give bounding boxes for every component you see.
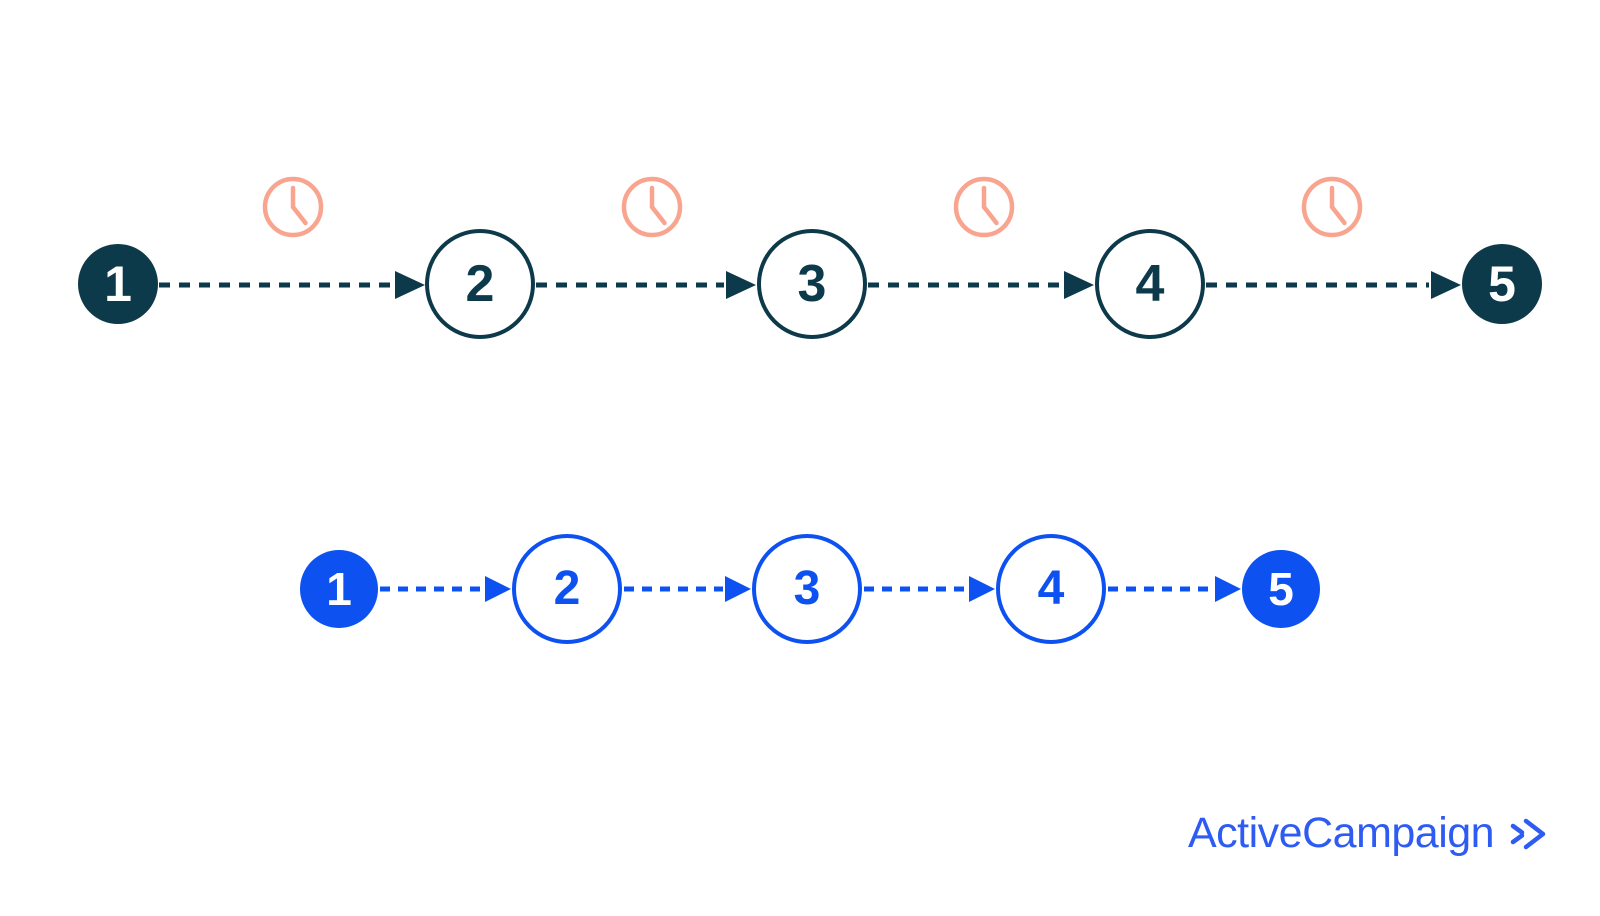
step-node-1: 1 xyxy=(300,550,378,628)
dashed-arrow xyxy=(159,271,425,299)
step-number: 3 xyxy=(793,562,821,615)
clock-icon xyxy=(262,176,324,238)
step-number: 5 xyxy=(1488,256,1516,312)
double-chevron-icon xyxy=(1510,818,1546,849)
step-node-1: 1 xyxy=(78,244,158,324)
dashed-arrow xyxy=(868,271,1094,299)
step-number: 1 xyxy=(104,256,132,312)
step-node-2: 2 xyxy=(425,229,535,339)
step-node-4: 4 xyxy=(996,534,1106,644)
logo: ActiveCampaign xyxy=(1188,812,1546,855)
step-node-5: 5 xyxy=(1462,244,1542,324)
step-node-5: 5 xyxy=(1242,550,1320,628)
dashed-arrow xyxy=(1108,576,1241,602)
dashed-arrow xyxy=(864,576,995,602)
step-number: 2 xyxy=(553,562,581,615)
step-node-3: 3 xyxy=(757,229,867,339)
clock-icon xyxy=(1301,176,1363,238)
logo-text: ActiveCampaign xyxy=(1188,809,1495,857)
dashed-arrow xyxy=(1206,271,1461,299)
clock-icon xyxy=(953,176,1015,238)
dashed-arrow xyxy=(536,271,756,299)
clock-icon xyxy=(621,176,683,238)
step-node-2: 2 xyxy=(512,534,622,644)
step-number: 4 xyxy=(1135,255,1165,313)
dashed-arrow xyxy=(624,576,751,602)
step-number: 5 xyxy=(1268,563,1294,615)
step-number: 1 xyxy=(326,563,352,615)
dashed-arrow xyxy=(380,576,511,602)
step-number: 2 xyxy=(465,255,495,313)
step-number: 4 xyxy=(1037,562,1065,615)
step-node-3: 3 xyxy=(752,534,862,644)
step-number: 3 xyxy=(797,255,827,313)
step-node-4: 4 xyxy=(1095,229,1205,339)
